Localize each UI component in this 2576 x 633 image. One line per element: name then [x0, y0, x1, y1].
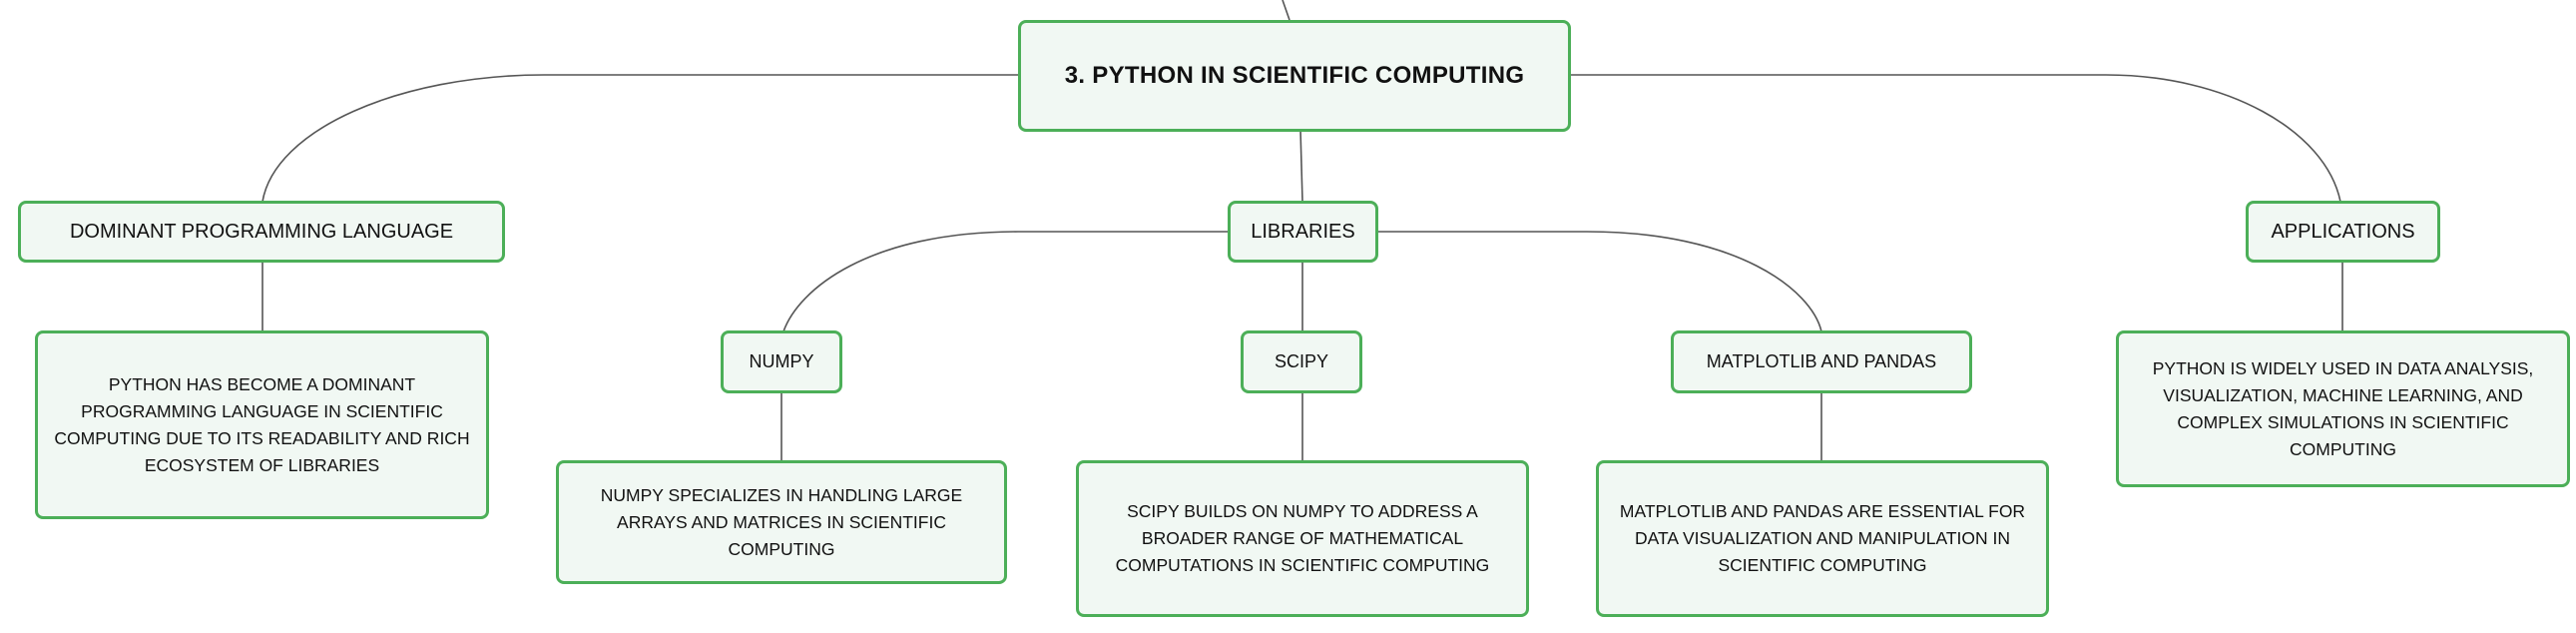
connector-parent-to-root	[1282, 0, 1290, 21]
connector-libraries-to-matplotlib	[1377, 231, 1822, 332]
subtopic-node-scipy[interactable]: SCIPY	[1241, 330, 1362, 393]
detail-node-dominant-language[interactable]: PYTHON HAS BECOME A DOMINANT PROGRAMMING…	[35, 330, 489, 519]
root-title: 3. PYTHON IN SCIENTIFIC COMPUTING	[1064, 62, 1525, 89]
topic-node-applications[interactable]: APPLICATIONS	[2246, 201, 2440, 263]
subtopic-label: SCIPY	[1274, 351, 1329, 371]
detail-text: MATPLOTLIB AND PANDAS ARE ESSENTIAL FOR …	[1619, 501, 2026, 575]
topic-label: LIBRARIES	[1251, 220, 1355, 243]
topic-label: DOMINANT PROGRAMMING LANGUAGE	[69, 220, 454, 243]
subtopic-node-numpy[interactable]: NUMPY	[721, 330, 842, 393]
subtopic-label: NUMPY	[749, 351, 814, 371]
detail-text: NUMPY SPECIALIZES IN HANDLING LARGE ARRA…	[600, 484, 963, 559]
root-node[interactable]: 3. PYTHON IN SCIENTIFIC COMPUTING	[1018, 20, 1571, 132]
detail-text: PYTHON HAS BECOME A DOMINANT PROGRAMMING…	[54, 373, 470, 475]
detail-text: PYTHON IS WIDELY USED IN DATA ANALYSIS, …	[2152, 357, 2534, 459]
detail-node-applications[interactable]: PYTHON IS WIDELY USED IN DATA ANALYSIS, …	[2116, 330, 2570, 487]
subtopic-label: MATPLOTLIB AND PANDAS	[1706, 351, 1937, 371]
connector-libraries-to-numpy	[782, 231, 1229, 332]
connector-root-to-applications	[1569, 74, 2341, 203]
topic-node-libraries[interactable]: LIBRARIES	[1228, 201, 1378, 263]
topic-node-dominant-language[interactable]: DOMINANT PROGRAMMING LANGUAGE	[18, 201, 505, 263]
connector-root-to-dominant	[261, 74, 1020, 203]
detail-node-scipy[interactable]: SCIPY BUILDS ON NUMPY TO ADDRESS A BROAD…	[1076, 460, 1529, 617]
connector-root-to-libraries	[1299, 129, 1303, 203]
topic-label: APPLICATIONS	[2271, 220, 2415, 243]
detail-node-numpy[interactable]: NUMPY SPECIALIZES IN HANDLING LARGE ARRA…	[556, 460, 1007, 584]
subtopic-node-matplotlib-pandas[interactable]: MATPLOTLIB AND PANDAS	[1671, 330, 1972, 393]
detail-node-matplotlib-pandas[interactable]: MATPLOTLIB AND PANDAS ARE ESSENTIAL FOR …	[1596, 460, 2049, 617]
detail-text: SCIPY BUILDS ON NUMPY TO ADDRESS A BROAD…	[1115, 501, 1490, 575]
